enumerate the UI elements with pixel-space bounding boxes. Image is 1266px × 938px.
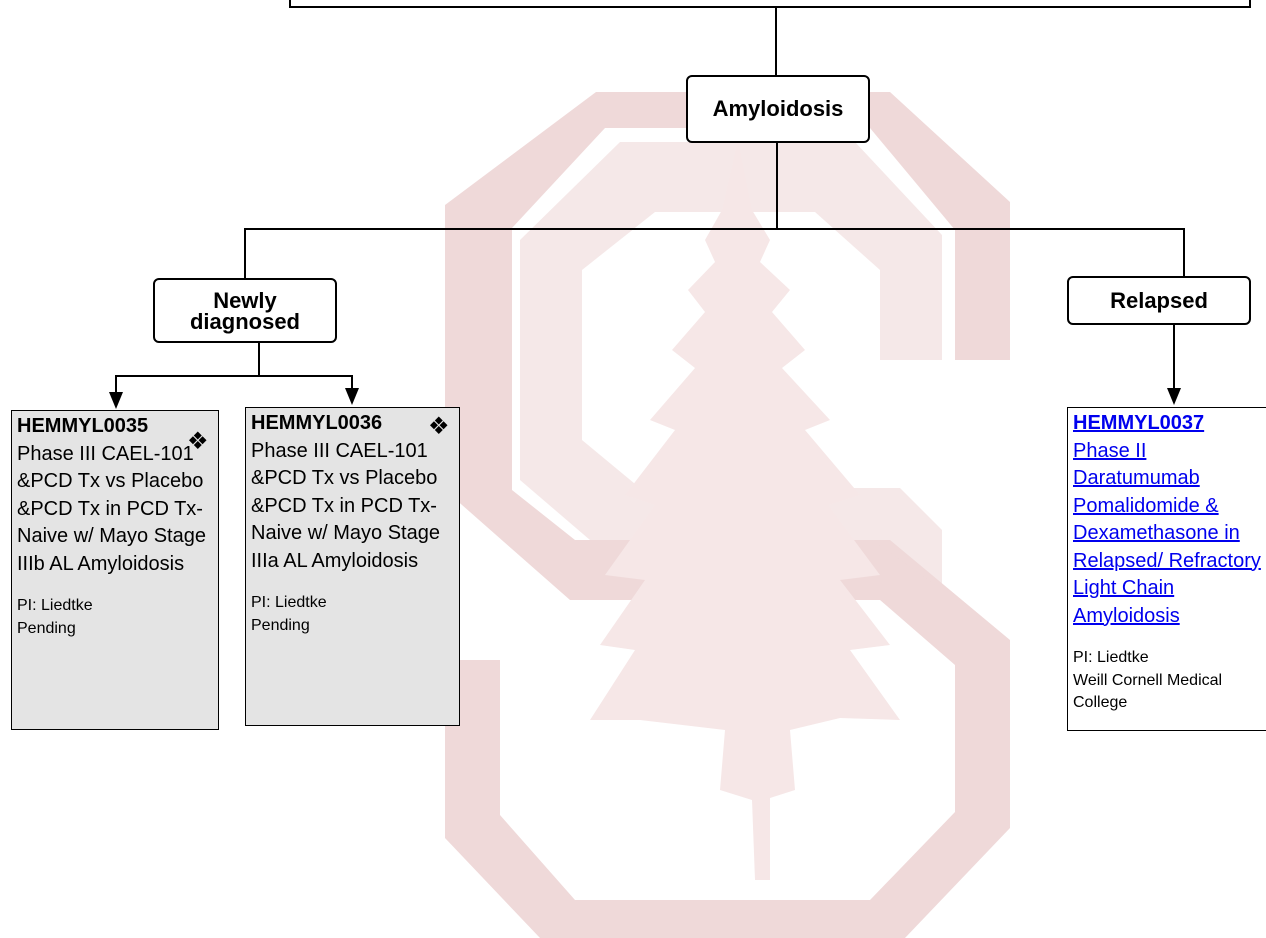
trial-pi: PI: Liedtke	[251, 594, 327, 611]
connector-to-0035	[115, 343, 260, 394]
arrow-head-0036	[345, 388, 359, 405]
diamond-marker-icon: ❖	[428, 413, 450, 440]
connector-branch	[244, 228, 1185, 278]
node-newly-diagnosed-label: Newly diagnosed	[189, 287, 300, 334]
trial-card-hemmyl0037: HEMMYL0037 Phase II Daratumumab Pomalido…	[1067, 407, 1266, 731]
trial-pi: PI: Liedtke	[1073, 649, 1149, 666]
arrow-head-0037	[1167, 388, 1181, 405]
trial-meta: PI: Liedtke Weill Cornell Medical Colleg…	[1073, 647, 1262, 715]
trial-meta: PI: Liedtke Pending	[17, 595, 214, 640]
node-amyloidosis: Amyloidosis	[686, 75, 870, 143]
node-amyloidosis-label: Amyloidosis	[712, 96, 844, 121]
tree-watermark	[590, 140, 900, 880]
trial-pi: PI: Liedtke	[17, 597, 93, 614]
trial-id: HEMMYL0035	[17, 415, 149, 437]
trial-meta: PI: Liedtke Pending	[251, 592, 455, 637]
trial-description: Phase III CAEL-101 &PCD Tx vs Placebo &P…	[17, 442, 206, 575]
trial-description: Phase III CAEL-101 &PCD Tx vs Placebo &P…	[251, 439, 440, 572]
connector-to-0036	[259, 375, 353, 390]
diamond-marker-icon: ❖	[187, 428, 209, 455]
arrow-head-0035	[109, 392, 123, 409]
node-newly-diagnosed: Newly diagnosed	[153, 278, 337, 343]
block-s-logo	[445, 92, 1010, 938]
trial-card-hemmyl0035: ❖ HEMMYL0035 Phase III CAEL-101 &PCD Tx …	[11, 410, 219, 730]
trial-description-link[interactable]: Phase II Daratumumab Pomalidomide & Dexa…	[1073, 439, 1261, 627]
top-box-edge	[289, 0, 1251, 8]
node-relapsed: Relapsed	[1067, 276, 1251, 325]
trial-id-link[interactable]: HEMMYL0037	[1073, 412, 1205, 434]
trial-status: Pending	[251, 616, 310, 634]
trial-status: Pending	[17, 619, 76, 637]
trial-card-hemmyl0036: ❖ HEMMYL0036 Phase III CAEL-101 &PCD Tx …	[245, 407, 460, 726]
trial-site: Weill Cornell Medical College	[1073, 671, 1223, 712]
node-relapsed-label: Relapsed	[1110, 287, 1208, 313]
trial-id: HEMMYL0036	[251, 412, 383, 434]
